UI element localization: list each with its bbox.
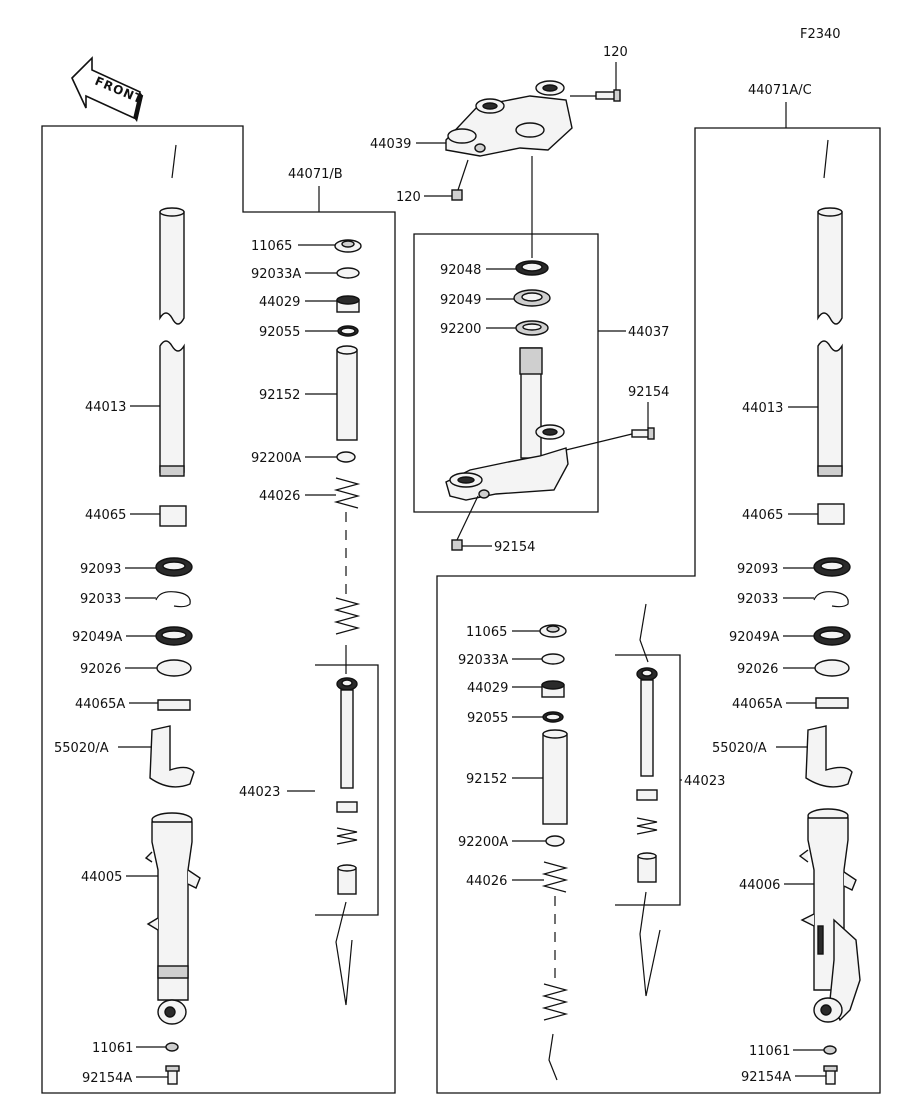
label-44071ac: 44071A/C — [748, 83, 812, 98]
guide-bush-left — [157, 699, 191, 711]
collar-left — [336, 345, 358, 441]
dust-seal-left — [155, 626, 193, 646]
outer-tube-left — [144, 812, 201, 1025]
bushing-right — [817, 503, 845, 525]
label-92152-right: 92152 — [466, 772, 507, 787]
oil-seal-left — [155, 557, 193, 577]
label-44065a-left: 44065A — [75, 697, 125, 712]
label-44071b: 44071/B — [288, 167, 343, 182]
label-92055-left: 92055 — [259, 325, 300, 340]
label-11065-right: 11065 — [466, 625, 507, 640]
label-92200a-right: 92200A — [458, 835, 508, 850]
washer-right — [814, 659, 850, 677]
inner-tube-right — [817, 139, 843, 477]
label-92049a-right: 92049A — [729, 630, 779, 645]
label-44065-left: 44065 — [85, 508, 126, 523]
label-92154-right: 92154 — [628, 385, 669, 400]
circlip-left — [155, 591, 191, 608]
label-55020a-right: 55020/A — [712, 741, 767, 756]
oil-seal-right — [813, 557, 851, 577]
front-arrow-icon: FRONT — [71, 56, 145, 122]
cartridge-right — [636, 603, 661, 997]
label-92154a-left: 92154A — [82, 1071, 132, 1086]
washer-spring-left — [336, 451, 356, 463]
bolt-right — [823, 1065, 838, 1085]
o-ring-cap-left — [336, 267, 360, 279]
cartridge-left — [335, 645, 358, 1006]
bushing-left — [159, 505, 187, 527]
right-fork-frame — [436, 127, 881, 1094]
collar-right — [542, 729, 568, 825]
label-44029-left: 44029 — [259, 295, 300, 310]
outer-tube-right — [798, 808, 861, 1023]
label-44013-right: 44013 — [742, 401, 783, 416]
label-92154a-right: 92154A — [741, 1070, 791, 1085]
label-92033a-left: 92033A — [251, 267, 301, 282]
label-44065-right: 44065 — [742, 508, 783, 523]
label-44026-right: 44026 — [466, 874, 507, 889]
label-92055-right: 92055 — [467, 711, 508, 726]
label-55020a-left: 55020/A — [54, 741, 109, 756]
spacer-cap-left — [336, 295, 360, 313]
label-120-top: 120 — [603, 45, 628, 60]
label-92200a-left: 92200A — [251, 451, 301, 466]
spring-left — [333, 477, 361, 635]
o-ring-left — [165, 1042, 179, 1052]
label-92154-bottom: 92154 — [494, 540, 535, 555]
stem-assy-frame — [413, 233, 599, 513]
inner-tube-left — [159, 144, 185, 477]
o-ring-right — [823, 1045, 837, 1055]
label-44006: 44006 — [739, 878, 780, 893]
upper-bracket — [445, 80, 573, 157]
label-92033-left: 92033 — [80, 592, 121, 607]
bolt-stem-right — [565, 427, 655, 451]
label-92093-right: 92093 — [737, 562, 778, 577]
washer-spring-right — [545, 835, 565, 847]
spacer-cap-right — [541, 680, 565, 698]
label-44037: 44037 — [628, 325, 669, 340]
washer-left — [156, 659, 192, 677]
guide-bush-right — [815, 697, 849, 709]
label-92033-right: 92033 — [737, 592, 778, 607]
fork-guard-left — [149, 725, 195, 788]
bolt-upper-right — [595, 89, 621, 102]
circlip-right — [813, 591, 849, 608]
label-92048: 92048 — [440, 263, 481, 278]
label-92026-left: 92026 — [80, 662, 121, 677]
label-44029-right: 44029 — [467, 681, 508, 696]
label-44013-left: 44013 — [85, 400, 126, 415]
label-44026-left: 44026 — [259, 489, 300, 504]
bolt-left — [165, 1065, 180, 1085]
spring-right — [541, 861, 569, 1081]
label-92152-left: 92152 — [259, 388, 300, 403]
label-92033a-right: 92033A — [458, 653, 508, 668]
left-fork-frame — [41, 125, 396, 1094]
figure-id: F2340 — [800, 27, 841, 42]
label-120-left: 120 — [396, 190, 421, 205]
label-44005: 44005 — [81, 870, 122, 885]
label-44039: 44039 — [370, 137, 411, 152]
label-44065a-right: 44065A — [732, 697, 782, 712]
label-92200: 92200 — [440, 322, 481, 337]
dust-seal-right — [813, 626, 851, 646]
fork-guard-right — [805, 725, 853, 788]
label-92093-left: 92093 — [80, 562, 121, 577]
steering-stem — [445, 347, 569, 501]
label-44023-right: 44023 — [684, 774, 725, 789]
label-92026-right: 92026 — [737, 662, 778, 677]
fork-cap-right — [539, 624, 567, 638]
label-92049: 92049 — [440, 293, 481, 308]
bolt-stem-left — [451, 495, 479, 551]
label-92049a-left: 92049A — [72, 630, 122, 645]
label-44023-left: 44023 — [239, 785, 280, 800]
o-ring-cap-right — [541, 653, 565, 665]
bolt-upper-left — [451, 159, 469, 201]
label-11061-right: 11061 — [749, 1044, 790, 1059]
label-11061-left: 11061 — [92, 1041, 133, 1056]
fork-cap-left — [334, 239, 362, 253]
label-11065-left: 11065 — [251, 239, 292, 254]
